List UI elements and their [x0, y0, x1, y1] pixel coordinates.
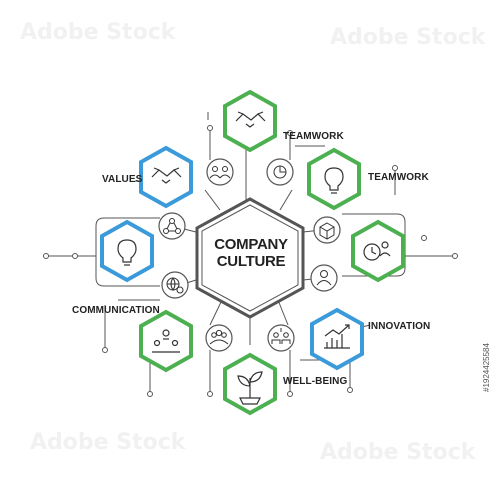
- people-icon: [209, 166, 231, 179]
- circle-globe-left: [161, 271, 189, 299]
- lightbulb-icon: [117, 239, 137, 266]
- watermark-text: Adobe Stock: [330, 25, 486, 50]
- watermark-text: Adobe Stock: [20, 20, 176, 45]
- network-icon: [163, 218, 181, 234]
- cube-icon: [319, 222, 335, 240]
- globe-dollar-icon: [166, 277, 184, 294]
- lightbulb-icon: [324, 167, 344, 194]
- label-innovation: INNOVATION: [368, 321, 431, 332]
- label-teamwork-right: TEAMWORK: [368, 172, 429, 183]
- hexagon-innovation: [310, 307, 364, 371]
- center-title: COMPANY CULTURE: [205, 236, 297, 270]
- label-teamwork-top: TEAMWORK: [283, 131, 344, 142]
- center-hexagon: [195, 197, 305, 319]
- watermark-text: Adobe Stock: [30, 430, 186, 455]
- hexagon-teamwork-top: [223, 89, 277, 153]
- connector-lines: [46, 112, 455, 392]
- center-title-line2: CULTURE: [216, 253, 286, 270]
- hexagon-right-time: [351, 219, 405, 283]
- user-icon: [316, 270, 332, 286]
- group-icon: [209, 329, 229, 345]
- circle-network-left: [158, 212, 186, 240]
- circle-cube-right: [313, 216, 341, 244]
- hexagon-teamwork-right: [307, 147, 361, 211]
- circle-user-right: [310, 264, 338, 292]
- pie-chart-icon: [273, 165, 287, 179]
- plant-growth-icon: [237, 371, 263, 405]
- circle-group-bottom-left: [205, 324, 233, 352]
- clock-person-icon: [363, 241, 391, 261]
- circle-team-bottom-right: [267, 324, 295, 352]
- label-communication: COMMUNICATION: [72, 305, 160, 316]
- circle-pie-top-right: [266, 158, 294, 186]
- connector-dots: [43, 125, 458, 397]
- hexagon-values: [139, 145, 193, 209]
- label-well-being: WELL-BEING: [283, 376, 348, 387]
- handshake-icon: [151, 167, 182, 184]
- team-award-icon: [271, 328, 291, 344]
- label-values: VALUES: [102, 174, 143, 185]
- hexagon-bottom-left: [139, 309, 193, 373]
- handshake-icon: [235, 111, 266, 128]
- growth-chart-icon: [324, 324, 350, 349]
- circle-people-top-left: [206, 158, 234, 186]
- stock-id: #1924425584: [482, 343, 491, 392]
- center-title-line1: COMPANY: [214, 236, 288, 253]
- watermark-text: Adobe Stock: [320, 440, 476, 465]
- team-network-icon: [152, 329, 180, 353]
- hexagon-well-being: [223, 352, 277, 416]
- hexagon-left-idea: [100, 219, 154, 283]
